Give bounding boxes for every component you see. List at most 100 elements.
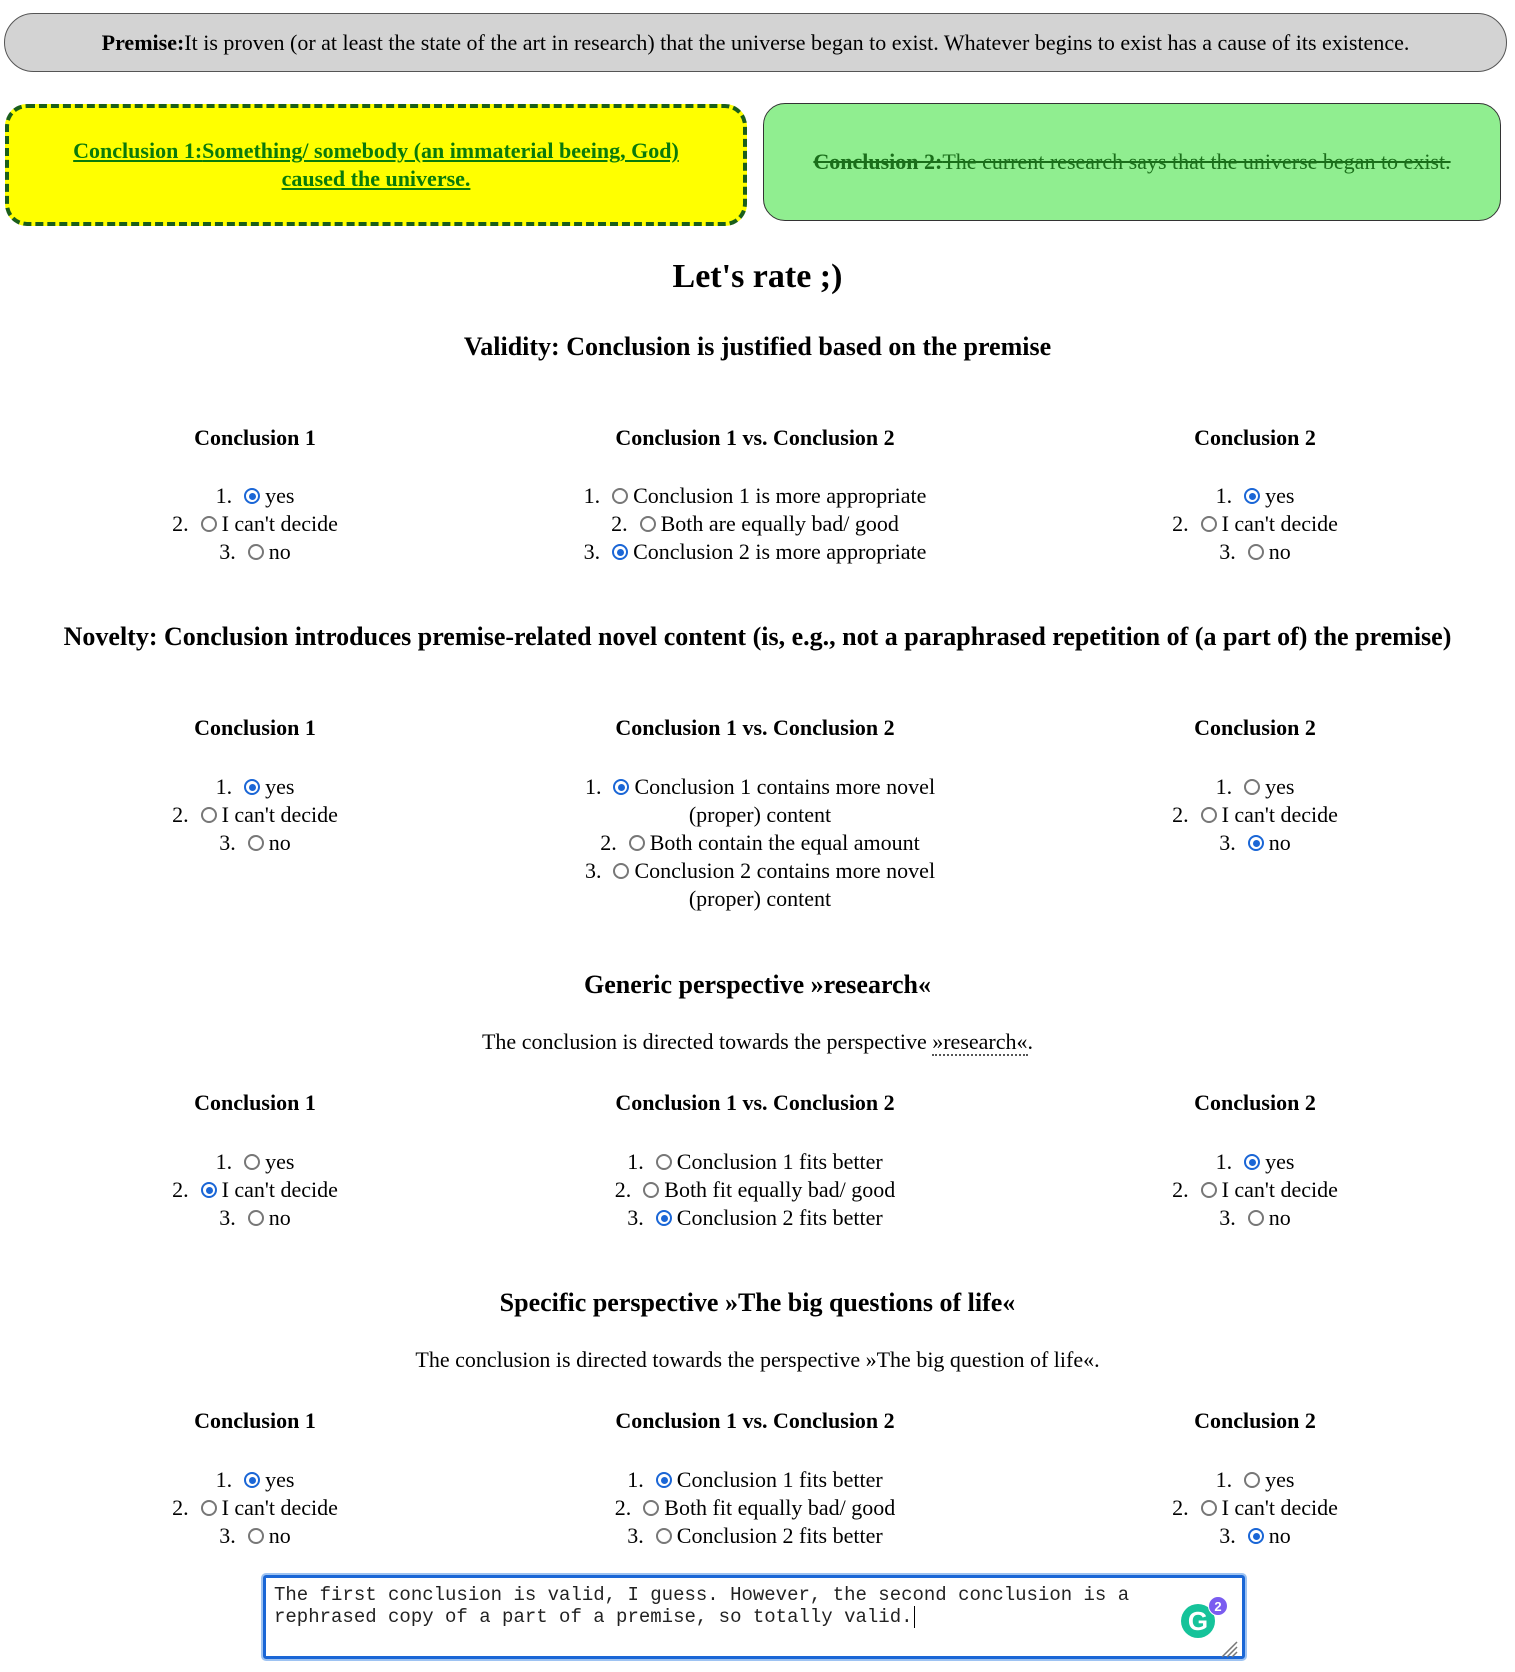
- option-cant-decide[interactable]: 2.I can't decide: [1172, 1495, 1338, 1520]
- radio-button[interactable]: [200, 1500, 217, 1516]
- option-label: Conclusion 1 fits better: [676, 1149, 883, 1174]
- option-yes[interactable]: 1.yes: [1215, 483, 1295, 508]
- option-vs-1[interactable]: 1.Conclusion 1 is more appropriate: [583, 483, 927, 508]
- option-vs-3[interactable]: 3.Conclusion 2 fits better: [627, 1523, 883, 1548]
- option-label: I can't decide: [221, 511, 338, 536]
- radio-button[interactable]: [1200, 807, 1217, 823]
- option-yes[interactable]: 1.yes: [1215, 1149, 1295, 1174]
- option-label: I can't decide: [1221, 802, 1338, 827]
- radio-button[interactable]: [1244, 488, 1261, 504]
- text-cursor: [913, 1606, 915, 1628]
- option-vs-3[interactable]: 3.Conclusion 2 contains more novel: [584, 858, 936, 883]
- option-cant-decide[interactable]: 2.I can't decide: [172, 1495, 338, 1520]
- radio-button[interactable]: [1200, 516, 1217, 532]
- conclusion-2-box[interactable]: Conclusion 2:The current research says t…: [763, 103, 1501, 221]
- option-vs-1[interactable]: 1.Conclusion 1 fits better: [627, 1149, 883, 1174]
- option-vs-3[interactable]: 3.Conclusion 2 is more appropriate: [583, 539, 927, 564]
- option-yes[interactable]: 1.yes: [215, 1467, 295, 1492]
- option-label: I can't decide: [1221, 511, 1338, 536]
- option-no[interactable]: 3.no: [1219, 539, 1291, 564]
- radio-button[interactable]: [613, 779, 630, 795]
- radio-button[interactable]: [1247, 544, 1264, 560]
- option-yes[interactable]: 1.yes: [215, 1149, 295, 1174]
- conclusion-1-box[interactable]: Conclusion 1:Something/ somebody (an imm…: [5, 104, 747, 226]
- conclusion-1-label: Conclusion 1:: [73, 138, 203, 163]
- option-cant-decide[interactable]: 2.I can't decide: [1172, 511, 1338, 536]
- radio-button[interactable]: [244, 1472, 261, 1488]
- option-no[interactable]: 3.no: [1219, 1523, 1291, 1548]
- option-cant-decide[interactable]: 2.I can't decide: [1172, 1177, 1338, 1202]
- option-no[interactable]: 3.no: [219, 830, 291, 855]
- radio-button[interactable]: [200, 516, 217, 532]
- radio-button[interactable]: [628, 835, 645, 851]
- option-vs-3[interactable]: 3.Conclusion 2 fits better: [627, 1205, 883, 1230]
- radio-button[interactable]: [655, 1528, 672, 1544]
- radio-button[interactable]: [244, 1154, 261, 1170]
- radio-button[interactable]: [643, 1500, 660, 1516]
- option-no[interactable]: 3.no: [1219, 1205, 1291, 1230]
- comment-line-2: rephrased copy of a part of a premise, s…: [274, 1606, 1234, 1628]
- radio-button[interactable]: [639, 516, 656, 532]
- option-cant-decide[interactable]: 2.I can't decide: [172, 1177, 338, 1202]
- radio-button[interactable]: [244, 779, 261, 795]
- option-cant-decide[interactable]: 2.I can't decide: [172, 511, 338, 536]
- option-vs-2[interactable]: 2.Both fit equally bad/ good: [614, 1495, 896, 1520]
- radio-button[interactable]: [1244, 779, 1261, 795]
- radio-button[interactable]: [655, 1472, 672, 1488]
- section-generic-title: Generic perspective »research«: [583, 970, 932, 999]
- option-vs-2[interactable]: 2.Both contain the equal amount: [600, 830, 920, 855]
- radio-button[interactable]: [1247, 1210, 1264, 1226]
- radio-button[interactable]: [1247, 835, 1264, 851]
- option-label: Conclusion 2 contains more novel: [634, 858, 936, 883]
- radio-button[interactable]: [1247, 1528, 1264, 1544]
- radio-button[interactable]: [1244, 1154, 1261, 1170]
- option-no[interactable]: 3.no: [1219, 830, 1291, 855]
- section-specific-description: The conclusion is directed towards the p…: [415, 1347, 1100, 1372]
- novelty-vs-options: 1.Conclusion 1 contains more novel (prop…: [560, 773, 960, 913]
- radio-button[interactable]: [247, 835, 264, 851]
- option-label: no: [1268, 830, 1291, 855]
- generic-c1-options: 1.yes 2.I can't decide 3.no: [140, 1148, 370, 1232]
- option-yes[interactable]: 1.yes: [1215, 1467, 1295, 1492]
- radio-button[interactable]: [1200, 1182, 1217, 1198]
- radio-button[interactable]: [612, 544, 629, 560]
- option-label: Both contain the equal amount: [649, 830, 920, 855]
- option-cant-decide[interactable]: 2.I can't decide: [1172, 802, 1338, 827]
- radio-button[interactable]: [247, 1528, 264, 1544]
- specific-vs-options: 1.Conclusion 1 fits better 2.Both fit eq…: [560, 1466, 950, 1550]
- radio-button[interactable]: [1244, 1472, 1261, 1488]
- resize-handle-icon[interactable]: [1218, 1638, 1238, 1658]
- option-vs-1[interactable]: 1.Conclusion 1 fits better: [627, 1467, 883, 1492]
- option-vs-2[interactable]: 2.Both fit equally bad/ good: [614, 1177, 896, 1202]
- option-label: yes: [265, 774, 295, 799]
- option-no[interactable]: 3.no: [219, 1523, 291, 1548]
- grammarly-badge: 2: [1208, 1596, 1228, 1616]
- radio-button[interactable]: [247, 1210, 264, 1226]
- perspective-term[interactable]: »research«: [932, 1029, 1028, 1056]
- radio-button[interactable]: [655, 1154, 672, 1170]
- radio-button[interactable]: [247, 544, 264, 560]
- description-text: The conclusion is directed towards the p…: [481, 1029, 933, 1054]
- option-no[interactable]: 3.no: [219, 539, 291, 564]
- radio-button[interactable]: [200, 1182, 217, 1198]
- comment-textarea[interactable]: The first conclusion is valid, I guess. …: [263, 1575, 1245, 1659]
- radio-button[interactable]: [613, 863, 630, 879]
- radio-button[interactable]: [200, 807, 217, 823]
- option-yes[interactable]: 1.yes: [215, 483, 295, 508]
- radio-button[interactable]: [643, 1182, 660, 1198]
- specific-col-conclusion-1: Conclusion 1: [194, 1408, 316, 1433]
- option-yes[interactable]: 1.yes: [215, 774, 295, 799]
- option-yes[interactable]: 1.yes: [1215, 774, 1295, 799]
- radio-button[interactable]: [655, 1210, 672, 1226]
- option-vs-1[interactable]: 1.Conclusion 1 contains more novel: [584, 774, 936, 799]
- option-cant-decide[interactable]: 2.I can't decide: [172, 802, 338, 827]
- specific-c2-options: 1.yes 2.I can't decide 3.no: [1140, 1466, 1370, 1550]
- option-vs-2[interactable]: 2.Both are equally bad/ good: [611, 511, 899, 536]
- radio-button[interactable]: [244, 488, 261, 504]
- option-label: no: [268, 1205, 291, 1230]
- generic-col-conclusion-1: Conclusion 1: [194, 1090, 316, 1115]
- radio-button[interactable]: [1200, 1500, 1217, 1516]
- option-no[interactable]: 3.no: [219, 1205, 291, 1230]
- radio-button[interactable]: [612, 488, 629, 504]
- option-label: Conclusion 1 fits better: [676, 1467, 883, 1492]
